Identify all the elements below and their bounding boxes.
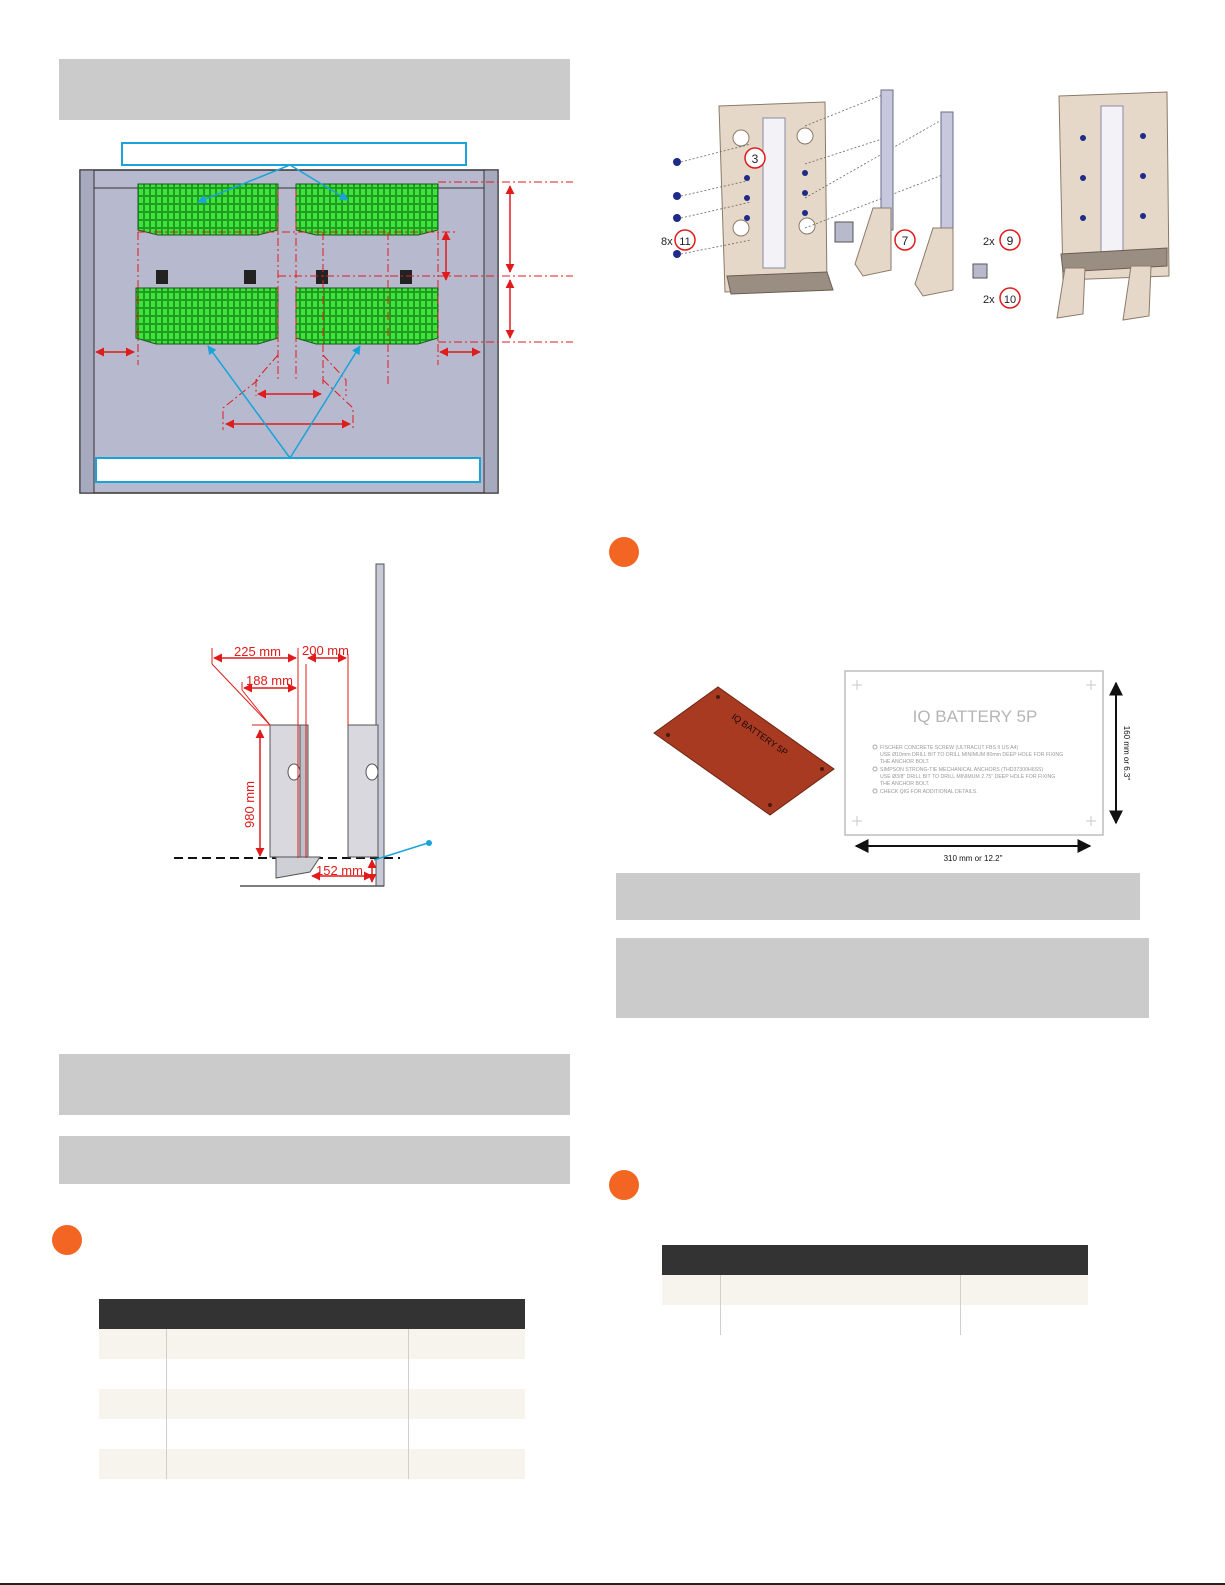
note-box-mid-left [59, 1054, 570, 1115]
table-row [99, 1329, 525, 1359]
template-note-6: THE ANCHOR BOLT. [880, 781, 929, 787]
table-row [99, 1359, 525, 1389]
step-marker-right-1 [609, 537, 639, 567]
parts-table-right [662, 1245, 1088, 1335]
part-label-7: 7 [902, 234, 909, 248]
note-box-top-left [59, 59, 570, 120]
mounting-plate [718, 101, 834, 295]
template-sheet-red: IQ BATTERY 5P [653, 686, 835, 816]
part-label-3: 3 [752, 152, 759, 166]
page-bottom-rule [0, 1583, 1225, 1585]
table-header [662, 1245, 1088, 1275]
note-box-lower-left [59, 1136, 570, 1184]
template-note-3: THE ANCHOR BOLT. [880, 759, 929, 765]
template-title: IQ BATTERY 5P [913, 707, 1038, 726]
qty-2x-a: 2x [983, 236, 995, 248]
side-view-figure: 225 mm 200 mm 188 mm 980 mm 152 mm [174, 563, 432, 887]
drilling-template-figure: IQ BATTERY 5P IQ BATTERY 5P FISCHER CONC… [653, 670, 1131, 863]
template-note-5: USE Ø3/8" DRILL BIT TO DRILL MINIMUM 2.7… [880, 774, 1055, 780]
table-row [99, 1419, 525, 1449]
table-header [99, 1299, 525, 1329]
table-row [99, 1449, 525, 1479]
qty-8x: 8x [661, 236, 673, 248]
battery-upper-right [295, 183, 439, 236]
note-box-right-2 [616, 938, 1149, 1018]
part-label-10: 10 [1004, 294, 1016, 306]
dim-188-label: 188 mm [246, 673, 293, 688]
exploded-assembly-figure: 3 7 9 10 11 8x 2x 2x [661, 89, 1170, 321]
note-box-right-1 [616, 873, 1140, 920]
parts-table-left [99, 1299, 525, 1479]
step-marker-right-2 [609, 1170, 639, 1200]
part-label-11: 11 [679, 236, 690, 248]
assembled-plate [1056, 91, 1170, 321]
battery-layout-figure [79, 142, 573, 494]
dim-980-label: 980 mm [242, 781, 257, 828]
table-row [99, 1389, 525, 1419]
battery-lower-right [295, 287, 439, 345]
dim-152-label: 152 mm [316, 863, 363, 878]
template-note-2: USE Ø10mm DRILL BIT TO DRILL MINIMUM 80m… [880, 752, 1063, 758]
dim-200-label: 200 mm [302, 643, 349, 658]
template-note-4: SIMPSON STRONG-TIE MECHANICAL ANCHORS (T… [880, 767, 1044, 773]
template-sheet-white: IQ BATTERY 5P FISCHER CONCRETE SCREW (UL… [844, 670, 1104, 836]
dim-225-label: 225 mm [234, 644, 281, 659]
table-row [662, 1275, 1088, 1305]
qty-2x-b: 2x [983, 294, 995, 306]
template-note-7: CHECK QIG FOR ADDITIONAL DETAILS. [880, 789, 978, 795]
table-row [662, 1305, 1088, 1335]
template-height-label: 160 mm or 6.3" [1122, 726, 1131, 781]
part-label-9: 9 [1007, 234, 1014, 248]
battery-lower-left [135, 287, 279, 345]
step-marker-left [52, 1225, 82, 1255]
template-note-1: FISCHER CONCRETE SCREW (ULTRACUT FBS II … [880, 745, 1018, 751]
template-width-label: 310 mm or 12.2" [944, 854, 1003, 863]
battery-upper-left [137, 183, 279, 236]
